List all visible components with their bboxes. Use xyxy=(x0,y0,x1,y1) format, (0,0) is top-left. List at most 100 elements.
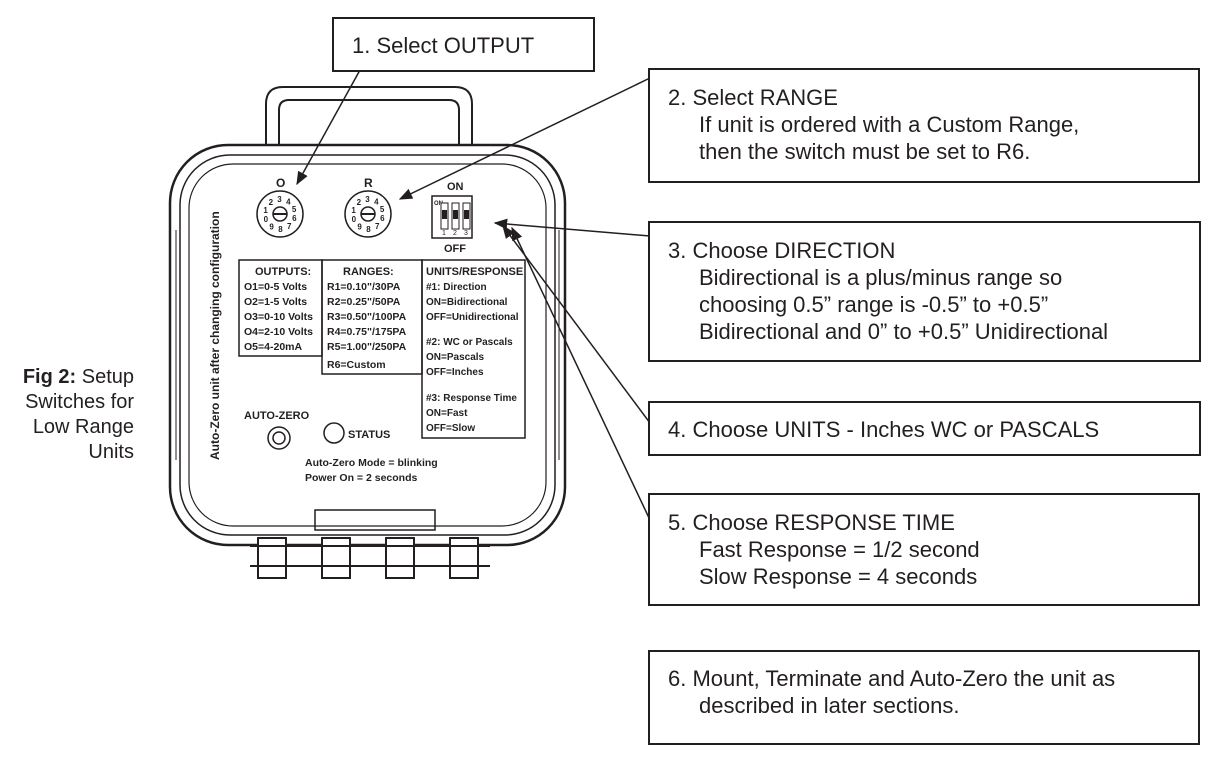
rotary-digit: 9 xyxy=(269,222,274,231)
callout-step2-line: If unit is ordered with a Custom Range, xyxy=(699,112,1080,137)
caption-line: Low Range xyxy=(32,416,134,438)
ranges-table: RANGES: R1=0.10"/30PA R2=0.25"/50PA R3=0… xyxy=(327,266,407,371)
figure-label: Fig 2: xyxy=(22,366,77,388)
units-item: ON=Bidirectional xyxy=(426,297,508,308)
rotary-digit: 0 xyxy=(264,215,269,224)
dip-number: 3 xyxy=(464,230,468,237)
callout-step6-head: 6. Mount, Terminate and Auto-Zero the un… xyxy=(668,666,1116,691)
rotary-digit: 2 xyxy=(357,198,362,207)
status-label: STATUS xyxy=(348,429,390,441)
output-item: O2=1-5 Volts xyxy=(244,296,307,308)
output-item: O5=4-20mA xyxy=(244,341,302,353)
status-led xyxy=(323,422,345,444)
dip-number: 1 xyxy=(442,230,446,237)
units-item: ON=Fast xyxy=(426,408,468,419)
ranges-title: RANGES: xyxy=(343,266,394,278)
mode-note: Power On = 2 seconds xyxy=(305,472,417,484)
arrow-step5 xyxy=(511,226,651,521)
dip-switch[interactable]: ON 1 2 3 xyxy=(431,195,473,239)
rotary-digit: 3 xyxy=(365,195,370,204)
device-fittings xyxy=(250,537,490,579)
output-switch-label: O xyxy=(276,176,285,190)
arrow-step4 xyxy=(502,224,651,424)
callout-step2: 2. Select RANGE If unit is ordered with … xyxy=(648,68,1200,183)
rotary-digit: 6 xyxy=(292,214,297,223)
rotary-digit: 4 xyxy=(374,198,379,207)
callout-step4: 4. Choose UNITS - Inches WC or PASCALS xyxy=(648,401,1201,456)
range-switch-label: R xyxy=(364,176,373,190)
callout-step4-head: 4. Choose UNITS - Inches WC or PASCALS xyxy=(668,417,1100,442)
rotary-digit: 8 xyxy=(278,225,283,234)
units-item: OFF=Slow xyxy=(426,423,475,434)
rotary-digit: 7 xyxy=(287,222,292,231)
dip-off-label: OFF xyxy=(444,243,466,255)
callout-step6: 6. Mount, Terminate and Auto-Zero the un… xyxy=(648,650,1200,745)
arrow-step3 xyxy=(493,218,651,237)
rotary-digit: 2 xyxy=(269,198,274,207)
units-item: OFF=Unidirectional xyxy=(426,312,519,323)
rotary-digit: 6 xyxy=(380,214,385,223)
rotary-digit: 8 xyxy=(366,225,371,234)
arrow-step2 xyxy=(398,77,651,200)
callout-step3: 3. Choose DIRECTION Bidirectional is a p… xyxy=(648,221,1201,362)
dip-small-on-label: ON xyxy=(434,201,443,207)
units-item: #2: WC or Pascals xyxy=(426,337,513,348)
figure-caption: Fig 2: Setup Switches for Low Range Unit… xyxy=(0,365,134,465)
range-item: R5=1.00"/250PA xyxy=(327,341,407,353)
rotary-digit: 9 xyxy=(357,222,362,231)
rotary-digit: 0 xyxy=(352,215,357,224)
caption-line: Units xyxy=(88,441,134,463)
output-item: O3=0-10 Volts xyxy=(244,311,313,323)
rotary-digit: 5 xyxy=(292,205,297,214)
range-item: R6=Custom xyxy=(327,359,386,371)
callout-step3-line: choosing 0.5” range is -0.5” to +0.5” xyxy=(699,292,1049,317)
output-item: O1=0-5 Volts xyxy=(244,281,307,293)
rotary-digit: 1 xyxy=(263,206,268,215)
units-item: #1: Direction xyxy=(426,282,487,293)
output-item: O4=2-10 Volts xyxy=(244,326,313,338)
callout-step5-head: 5. Choose RESPONSE TIME xyxy=(668,510,955,535)
side-instruction-text: Auto-Zero unit after changing configurat… xyxy=(208,211,222,460)
callout-step1-head: 1. Select OUTPUT xyxy=(352,33,535,58)
callout-step5-line: Fast Response = 1/2 second xyxy=(699,537,980,562)
dip-number: 2 xyxy=(453,230,457,237)
callout-step1: 1. Select OUTPUT xyxy=(332,17,595,72)
caption-line: Switches for xyxy=(25,391,134,413)
units-item: #3: Response Time xyxy=(426,393,517,404)
range-item: R1=0.10"/30PA xyxy=(327,281,401,293)
units-item: ON=Pascals xyxy=(426,352,485,363)
callout-step2-head: 2. Select RANGE xyxy=(668,85,838,110)
range-item: R3=0.50"/100PA xyxy=(327,311,407,323)
units-item: OFF=Inches xyxy=(426,367,484,378)
callout-step6-line: described in later sections. xyxy=(699,693,960,718)
dip-on-label: ON xyxy=(447,181,464,193)
rotary-digit: 5 xyxy=(380,205,385,214)
arrow-step1 xyxy=(296,69,361,186)
rotary-digit: 1 xyxy=(351,206,356,215)
rotary-digit: 3 xyxy=(277,195,282,204)
rotary-digit: 7 xyxy=(375,222,380,231)
outputs-title: OUTPUTS: xyxy=(255,266,311,278)
outputs-table: OUTPUTS: O1=0-5 Volts O2=1-5 Volts O3=0-… xyxy=(244,266,313,353)
callout-arrows xyxy=(296,69,651,521)
mode-note: Auto-Zero Mode = blinking xyxy=(305,457,438,469)
rotary-digit: 4 xyxy=(286,198,291,207)
auto-zero-label: AUTO-ZERO xyxy=(244,410,310,422)
range-item: R2=0.25"/50PA xyxy=(327,296,401,308)
units-response-table: UNITS/RESPONSE #1: Direction ON=Bidirect… xyxy=(426,266,523,434)
callout-step3-head: 3. Choose DIRECTION xyxy=(668,238,896,263)
callout-step3-line: Bidirectional and 0” to +0.5” Unidirecti… xyxy=(699,319,1109,344)
caption-line: Setup xyxy=(81,366,134,388)
auto-zero-button[interactable] xyxy=(267,426,291,450)
callout-step5-line: Slow Response = 4 seconds xyxy=(699,564,978,589)
device-handle xyxy=(265,86,473,146)
callout-step5: 5. Choose RESPONSE TIME Fast Response = … xyxy=(648,493,1200,606)
callout-step2-line: then the switch must be set to R6. xyxy=(699,139,1031,164)
callout-step3-line: Bidirectional is a plus/minus range so xyxy=(699,265,1063,290)
range-item: R4=0.75"/175PA xyxy=(327,326,407,338)
label-tables xyxy=(238,259,526,439)
units-title: UNITS/RESPONSE xyxy=(426,266,523,278)
